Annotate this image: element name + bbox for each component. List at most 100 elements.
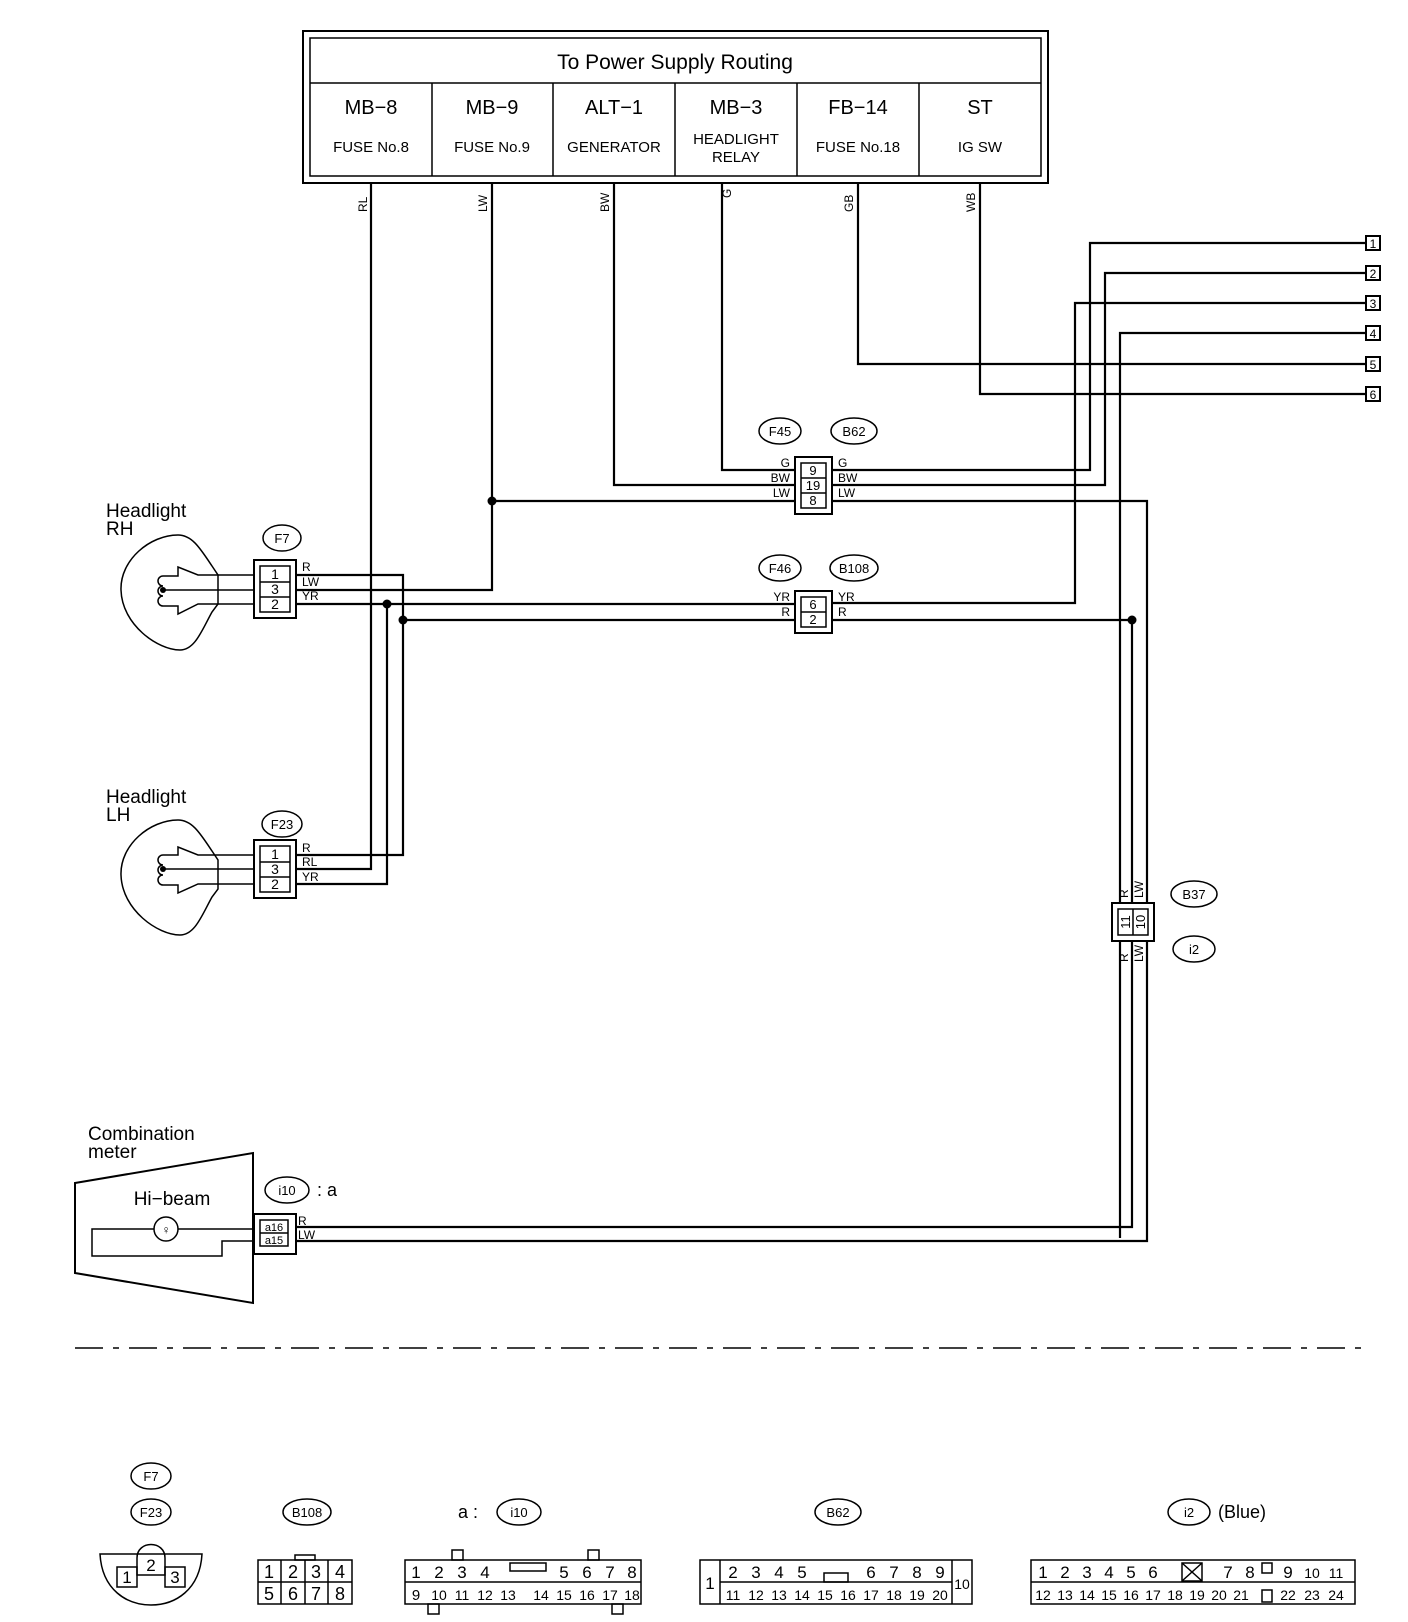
cell-desc-alt1: GENERATOR <box>567 139 661 156</box>
legend-i2-pin-14: 14 <box>1079 1587 1095 1603</box>
b37-pin-10: 10 <box>1133 915 1148 929</box>
legend-i2-pin-15: 15 <box>1101 1587 1117 1603</box>
supply-wire-labels: RL LW BW G GB WB <box>356 189 978 212</box>
legend-b62-pin-9: 9 <box>935 1563 944 1582</box>
legend-b62-pin-17: 17 <box>863 1587 879 1603</box>
legend-i2-id: i2 <box>1184 1505 1194 1520</box>
legend-b108-pin-2: 2 <box>288 1562 298 1582</box>
f46-wire-yr: YR <box>773 590 790 604</box>
i2-wire-lw: LW <box>1132 944 1146 962</box>
combination-meter-label-2: meter <box>88 1142 137 1163</box>
legend-i10-pin-18: 18 <box>624 1587 640 1603</box>
connector-f23-id: F23 <box>271 817 293 832</box>
legend-i2-pin-9: 9 <box>1283 1563 1292 1582</box>
legend-i2-pin-18: 18 <box>1167 1587 1183 1603</box>
legend-i10-pin-17: 17 <box>602 1587 618 1603</box>
wire-label-bw: BW <box>598 192 612 212</box>
f23-pin-1: 1 <box>271 846 279 862</box>
connector-i2-id: i2 <box>1189 942 1199 957</box>
side-terminal-4: 4 <box>1370 327 1377 341</box>
wire-label-lw: LW <box>476 194 490 212</box>
legend-b62-pin-18: 18 <box>886 1587 902 1603</box>
f46-pin-6: 6 <box>809 597 816 612</box>
hi-beam-lamp-icon: ♀ <box>162 1223 171 1237</box>
f46-pin-2: 2 <box>809 612 816 627</box>
power-supply-routing-box: To Power Supply Routing MB−8 FUSE No.8 M… <box>302 30 1049 184</box>
headlight-lh: Headlight LH <box>106 787 254 936</box>
legend-b62-pin-14: 14 <box>794 1587 810 1603</box>
f7-wire-yr: YR <box>302 589 319 603</box>
legend-i10-id: i10 <box>510 1505 527 1520</box>
f7-pin-3: 3 <box>271 581 279 597</box>
legend-i10-prefix: a : <box>458 1502 478 1522</box>
legend-i10-pin-9: 9 <box>412 1587 420 1604</box>
legend-b62-pin-6: 6 <box>866 1563 875 1582</box>
cell-desc-mb8: FUSE No.8 <box>333 139 409 156</box>
legend-i2-pin-12: 12 <box>1035 1587 1051 1603</box>
i10-wire-r: R <box>298 1214 307 1228</box>
f23-wire-yr: YR <box>302 870 319 884</box>
headlight-rh-label: Headlight <box>106 501 187 522</box>
legend-i10-pin-7: 7 <box>605 1563 614 1582</box>
cell-code-st: ST <box>967 97 993 119</box>
combination-meter-label: Combination <box>88 1124 195 1145</box>
legend-i10-pin-15: 15 <box>556 1587 572 1603</box>
legend-i2-pin-4: 4 <box>1104 1563 1113 1582</box>
legend-b108-pin-1: 1 <box>264 1562 274 1582</box>
legend-i2-pin-5: 5 <box>1126 1563 1135 1582</box>
legend-i2-pin-16: 16 <box>1123 1587 1139 1603</box>
legend-f7-f23: F7 F23 1 2 3 <box>99 1462 203 1606</box>
legend-b62-id: B62 <box>826 1505 849 1520</box>
legend-f7-pin-3: 3 <box>170 1568 179 1587</box>
b37-pin-11: 11 <box>1118 915 1133 929</box>
legend-i2-pin-3: 3 <box>1082 1563 1091 1582</box>
i10-wire-lw: LW <box>298 1228 316 1242</box>
cell-desc2-mb3: RELAY <box>712 149 760 166</box>
legend-b62-lead: 1 <box>705 1574 714 1593</box>
connector-f46-b108: F46 B108 6 2 YR R YR R <box>758 554 879 634</box>
side-terminal-1: 1 <box>1370 237 1377 251</box>
i10-pin-a16: a16 <box>265 1222 283 1234</box>
legend-i2-pin-20: 20 <box>1211 1587 1227 1603</box>
f45-wire-lw: LW <box>773 486 791 500</box>
connector-b62-id: B62 <box>842 424 865 439</box>
connector-f23: F23 1 3 2 R RL YR <box>253 810 319 899</box>
f46-wire-r: R <box>781 605 790 619</box>
b62-wire-lw: LW <box>838 486 856 500</box>
connector-b108-id: B108 <box>839 561 869 576</box>
legend-i2-pin-17: 17 <box>1145 1587 1161 1603</box>
f45-pin-9: 9 <box>809 463 816 478</box>
legend-i2-pin-21: 21 <box>1233 1587 1249 1603</box>
legend-b108-pin-3: 3 <box>311 1562 321 1582</box>
f7-wire-lw: LW <box>302 575 320 589</box>
f7-wire-r: R <box>302 560 311 574</box>
cell-desc-mb3: HEADLIGHT <box>693 131 779 148</box>
f7-pin-1: 1 <box>271 566 279 582</box>
b62-wire-bw: BW <box>838 471 858 485</box>
f45-pin-8: 8 <box>809 493 816 508</box>
connector-f46-id: F46 <box>769 561 791 576</box>
legend-b62-pin-15: 15 <box>817 1587 833 1603</box>
legend-i10-pin-6: 6 <box>582 1563 591 1582</box>
b108-wire-r: R <box>838 605 847 619</box>
f23-pin-2: 2 <box>271 876 279 892</box>
legend-b62: B62 1 10 2 3 4 5 6 7 8 9 11 12 13 14 15 … <box>699 1498 973 1605</box>
cell-code-alt1: ALT−1 <box>585 97 643 119</box>
legend-f7-id: F7 <box>143 1469 158 1484</box>
power-supply-title: To Power Supply Routing <box>557 51 793 74</box>
f23-wire-r: R <box>302 841 311 855</box>
headlight-lh-side: LH <box>106 805 130 826</box>
legend-b62-pin-7: 7 <box>889 1563 898 1582</box>
b37-wire-lw: LW <box>1132 880 1146 898</box>
f23-wire-rl: RL <box>302 855 318 869</box>
legend-i10-row-top: 1 2 3 4 5 6 7 8 <box>411 1563 636 1582</box>
cell-code-mb3: MB−3 <box>710 97 763 119</box>
wire-label-wb: WB <box>964 193 978 212</box>
legend-i10-pin-4: 4 <box>480 1563 489 1582</box>
legend-i10-pin-11: 11 <box>455 1587 470 1603</box>
legend-b62-pin-20: 20 <box>932 1587 948 1603</box>
connector-f45-b62: F45 B62 9 19 8 G BW LW G BW LW <box>758 417 878 515</box>
legend-i10-pin-8: 8 <box>627 1563 636 1582</box>
legend-f7-pin-2: 2 <box>146 1556 155 1575</box>
